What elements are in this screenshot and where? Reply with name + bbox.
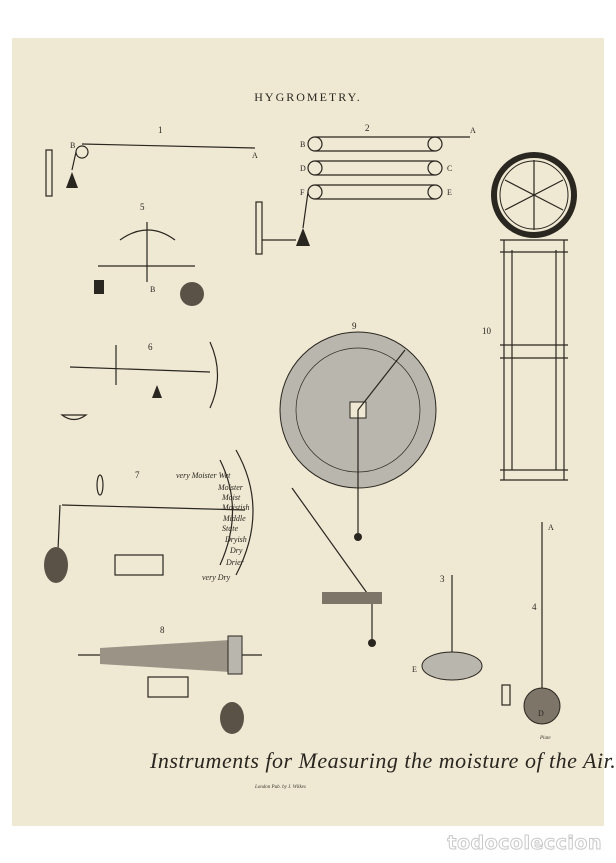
scale-word: State xyxy=(222,524,238,533)
scale-word: very Dry xyxy=(202,573,231,582)
letter-label: B xyxy=(150,285,155,294)
figure-number: 5 xyxy=(140,202,145,212)
scale-word: Moist xyxy=(221,493,241,502)
figure-number: 9 xyxy=(352,321,357,331)
figure-8-cord-hygrometer: 8 xyxy=(78,625,262,734)
letter-label: F xyxy=(300,188,305,197)
scale-word: Moister xyxy=(217,483,244,492)
figure-3-twist-hygrometer: 3 E xyxy=(412,574,483,681)
figure-number: 10 xyxy=(482,326,492,336)
letter-label: D xyxy=(300,164,306,173)
figure-2-pulley-hygrometer: 2 B D F A C E xyxy=(255,123,476,255)
plate-title: HYGROMETRY. xyxy=(254,90,362,104)
letter-label: A xyxy=(252,151,258,160)
letter-label: E xyxy=(412,665,417,674)
publisher-imprint: London Pub. by J. Wilkes xyxy=(255,785,306,790)
letter-label: E xyxy=(447,188,452,197)
letter-label: A xyxy=(548,523,554,532)
watermark-logo: todocoleccion xyxy=(447,832,602,855)
figure-4-pendulum-hygrometer: 4 A D xyxy=(501,522,561,725)
scale-word: Drier xyxy=(225,558,245,567)
figure-9-dial-hygrometer: 9 xyxy=(279,321,437,647)
plate-caption: Instruments for Measuring the moisture o… xyxy=(150,748,616,773)
scale-word: Middle xyxy=(222,514,246,523)
scale-word: Dry xyxy=(229,546,243,555)
figure-6-beam-hygrometer: 6 xyxy=(60,341,219,421)
figure-10-frame-hygrometer: 10 xyxy=(482,152,577,481)
letter-label: D xyxy=(538,709,544,718)
figure-5-balance-hygrometer: 5 B xyxy=(94,202,204,306)
figure-number: 2 xyxy=(365,123,370,133)
figure-number: 3 xyxy=(440,574,445,584)
figure-number: 1 xyxy=(158,125,163,135)
plate-number: Plate xyxy=(540,736,551,741)
figure-number: 6 xyxy=(148,342,153,352)
figure-number: 4 xyxy=(532,602,537,612)
scale-word: very Moister Wet xyxy=(176,471,231,480)
letter-label: A xyxy=(470,126,476,135)
letter-label: B xyxy=(70,141,75,150)
figure-number: 7 xyxy=(135,470,140,480)
figure-1-string-hygrometer: 1 B A xyxy=(45,125,258,197)
letter-label: B xyxy=(300,140,305,149)
figure-7-scale-hygrometer: 7 very Moister Wet Moister Moist Moistis… xyxy=(44,449,254,583)
scale-word: Dryish xyxy=(224,535,247,544)
scale-word: Moistish xyxy=(221,503,250,512)
letter-label: C xyxy=(447,164,452,173)
figure-number: 8 xyxy=(160,625,165,635)
